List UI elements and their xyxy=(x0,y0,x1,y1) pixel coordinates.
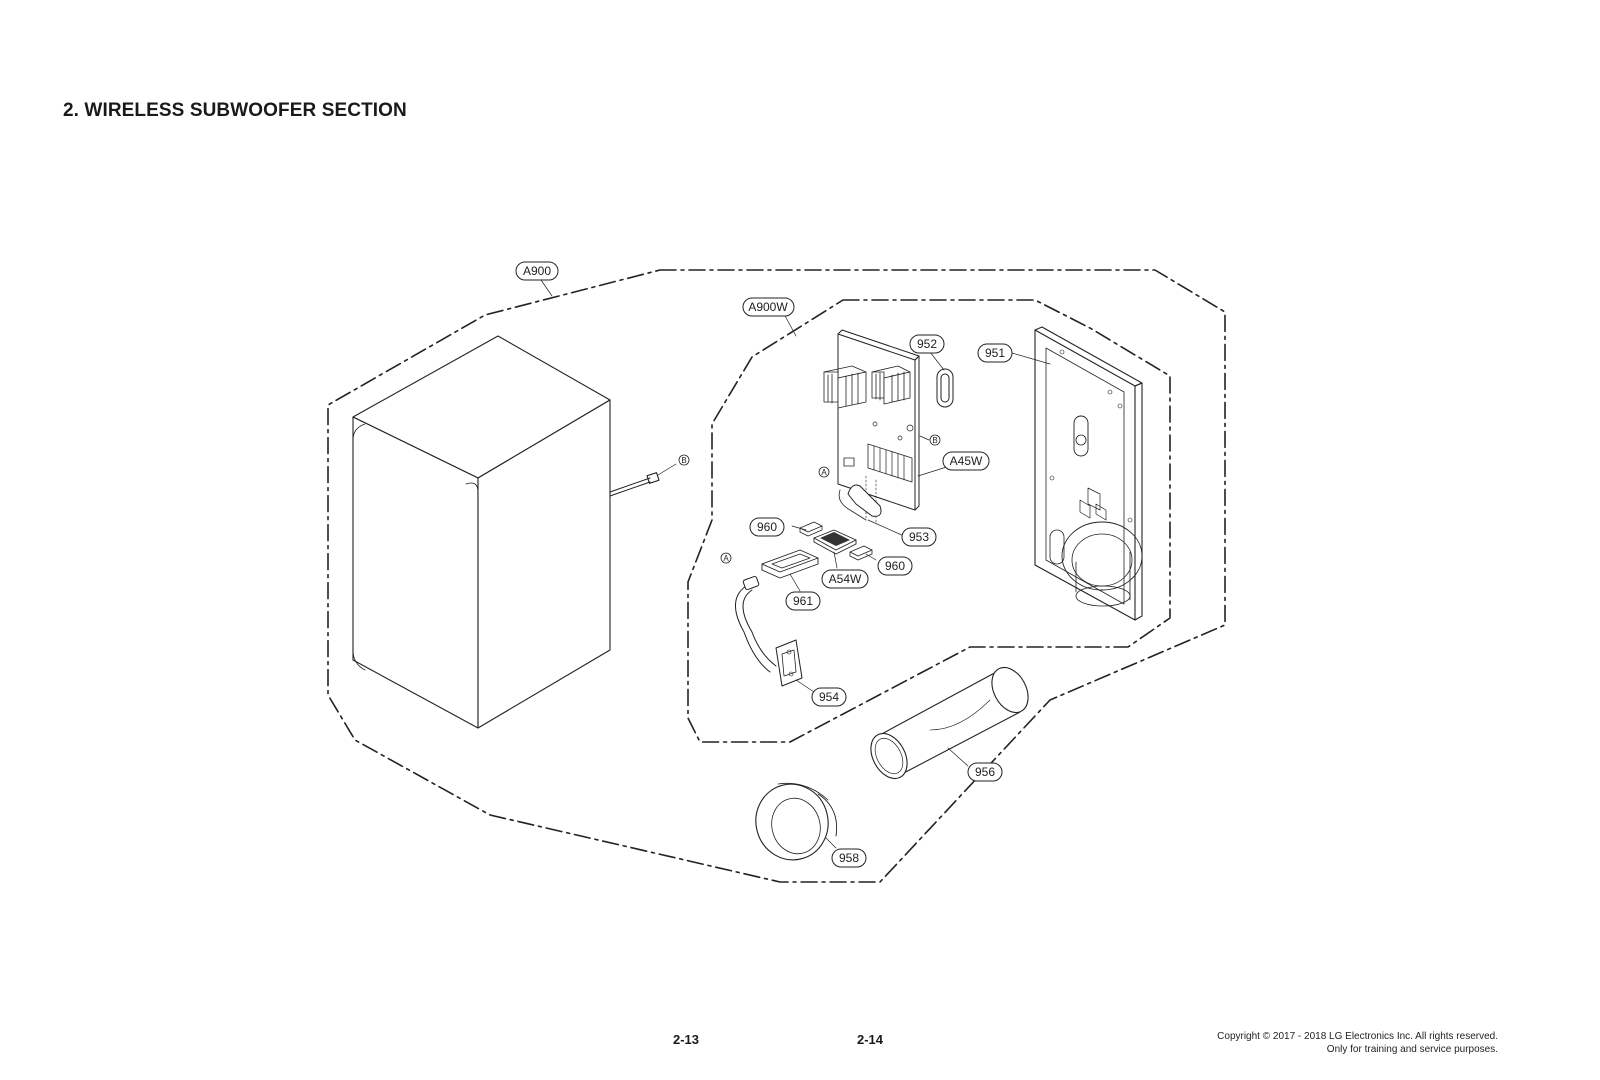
module-a54w xyxy=(813,529,857,555)
callout-960-lower xyxy=(877,556,913,576)
section-title: 2. WIRELESS SUBWOOFER SECTION xyxy=(63,100,407,121)
copyright-line: Copyright © 2017 - 2018 LG Electronics I… xyxy=(1217,1031,1498,1042)
rear-panel xyxy=(1034,326,1143,621)
ref-marker-b-cabinet xyxy=(678,454,690,466)
callout-952 xyxy=(909,334,945,354)
callout-960-upper xyxy=(749,517,785,537)
main-board xyxy=(823,329,920,525)
callout-956-text: 956 xyxy=(975,765,995,779)
callout-a900w-text: A900W xyxy=(748,300,788,314)
callout-a900-text: A900 xyxy=(523,264,551,278)
callout-956 xyxy=(967,762,1003,782)
cable-954 xyxy=(735,575,803,687)
page-number-right: 2-14 xyxy=(857,1032,884,1047)
a900-boundary xyxy=(327,269,1226,883)
callout-a45w xyxy=(942,451,990,471)
callout-954 xyxy=(811,687,847,707)
callout-958-text: 958 xyxy=(839,851,859,865)
ref-marker-b-board-text: B xyxy=(932,436,937,445)
callout-953-text: 953 xyxy=(909,530,929,544)
a900w-boundary xyxy=(687,299,1171,743)
sheet-961 xyxy=(761,549,819,579)
callout-958 xyxy=(831,848,867,868)
ref-marker-b-board xyxy=(929,434,941,446)
ref-marker-a-board xyxy=(818,466,830,478)
callout-a45w-text: A45W xyxy=(950,454,983,468)
callout-951 xyxy=(977,343,1013,363)
flat-cable-953 xyxy=(838,484,882,521)
callout-960-upper-text: 960 xyxy=(757,520,777,534)
callout-953 xyxy=(901,527,937,547)
callout-a900w xyxy=(742,297,795,317)
ref-marker-a-board-text: A xyxy=(821,468,827,477)
copyright-notice: Copyright © 2017 - 2018 LG Electronics I… xyxy=(1217,1030,1498,1056)
callout-952-text: 952 xyxy=(917,337,937,351)
callout-960-lower-text: 960 xyxy=(885,559,905,573)
cabinet xyxy=(352,335,677,729)
ref-marker-a-cable-text: A xyxy=(723,554,729,563)
ref-marker-b-cabinet-text: B xyxy=(681,456,686,465)
usage-note: Only for training and service purposes. xyxy=(1326,1044,1498,1055)
port-tube-956 xyxy=(870,666,1029,780)
callout-a54w-text: A54W xyxy=(829,572,862,586)
callout-961-text: 961 xyxy=(793,594,813,608)
port-flange-958 xyxy=(755,782,838,861)
page-number-left: 2-13 xyxy=(673,1032,700,1047)
pad-960-lower xyxy=(849,545,873,561)
callout-a900 xyxy=(515,261,559,281)
callout-961 xyxy=(785,591,821,611)
ring-952 xyxy=(936,368,954,408)
callout-954-text: 954 xyxy=(819,690,839,704)
callout-951-text: 951 xyxy=(985,346,1005,360)
callout-a54w xyxy=(821,569,869,589)
ref-marker-a-cable xyxy=(720,552,732,564)
